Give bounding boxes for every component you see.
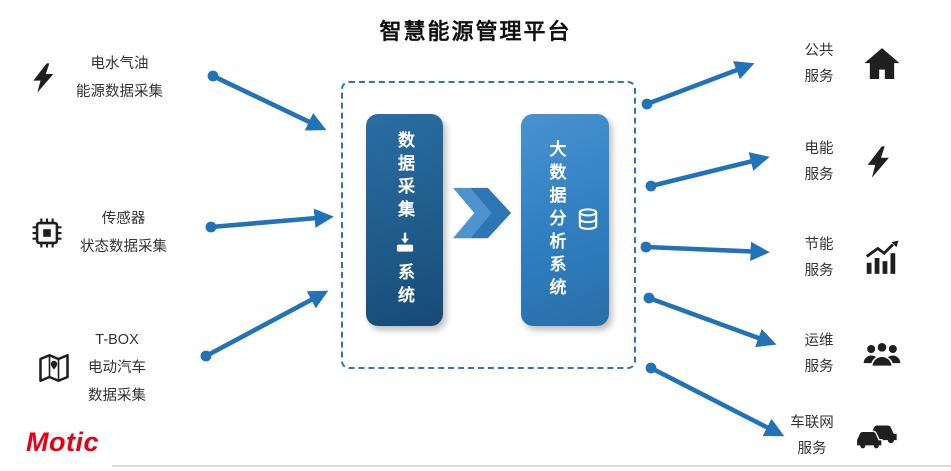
service-label-line: 服务 — [804, 263, 834, 279]
service-label-line: 运维 — [804, 333, 834, 349]
service-label-line: 服务 — [804, 69, 834, 85]
tbox-map-icon — [39, 353, 69, 383]
collection-system-label-top: 数据采集 — [395, 131, 414, 223]
source-label-line: 状态数据采集 — [80, 239, 167, 255]
service-label-line: 电能 — [804, 141, 834, 157]
motic-logo: Motic — [26, 427, 99, 457]
people-group-icon — [863, 341, 901, 368]
platform-frame — [341, 81, 636, 369]
source-label-line: 能源数据采集 — [76, 84, 163, 100]
service-label-line: 车联网 — [790, 415, 834, 431]
arrow-service-5 — [645, 362, 785, 437]
service-electric-energy: 电能 服务 — [789, 136, 896, 188]
data-collection-system-box: 数据采集 系统 — [366, 114, 443, 326]
big-data-analysis-system-box: 大数据分析系统 — [521, 114, 609, 326]
source-tbox-data: T-BOX 电动汽车 数据采集 — [36, 326, 146, 410]
arrow-source-2 — [205, 208, 334, 233]
service-connected-vehicles: 车联网 服务 — [782, 410, 899, 462]
arrow-source-1 — [207, 70, 327, 131]
arrow-service-4 — [643, 292, 777, 348]
source-energy-data: 电水气油 能源数据采集 — [28, 50, 163, 106]
source-label-line: 电动汽车 — [88, 360, 146, 376]
service-energy-saving: 节能 服务 — [789, 232, 900, 284]
analysis-system-label: 大数据分析系统 — [546, 139, 566, 301]
service-operations: 运维 服务 — [789, 328, 902, 380]
lightning-bolt-icon — [867, 146, 889, 178]
service-label-line: 公共 — [804, 43, 834, 59]
home-icon — [864, 48, 900, 79]
service-label-line: 服务 — [804, 359, 834, 375]
source-label-line: 数据采集 — [88, 388, 146, 404]
sensor-chip-icon — [32, 218, 62, 248]
service-public: 公共 服务 — [789, 38, 902, 90]
page-title: 智慧能源管理平台 — [379, 19, 572, 44]
arrow-service-1 — [641, 61, 755, 110]
bottom-divider — [112, 465, 951, 467]
service-label-line: 服务 — [804, 167, 834, 183]
service-label-line: 节能 — [804, 237, 834, 253]
arrow-service-2 — [645, 152, 770, 192]
flow-chevrons-icon — [452, 187, 512, 239]
data-intake-tray-icon — [396, 232, 413, 252]
source-label-line: T-BOX — [95, 332, 139, 348]
service-label-line: 服务 — [797, 441, 827, 457]
connected-cars-icon — [855, 425, 897, 450]
source-label-line: 电水气油 — [90, 56, 149, 72]
arrow-source-3 — [200, 290, 329, 362]
source-sensor-data: 传感器 状态数据采集 — [30, 205, 167, 261]
energy-chart-icon — [865, 240, 899, 274]
lightning-bolt-icon — [33, 63, 54, 93]
collection-system-label-bottom: 系统 — [395, 263, 414, 309]
arrow-service-3 — [640, 241, 770, 262]
database-icon — [574, 205, 602, 235]
source-label-line: 传感器 — [101, 211, 146, 227]
